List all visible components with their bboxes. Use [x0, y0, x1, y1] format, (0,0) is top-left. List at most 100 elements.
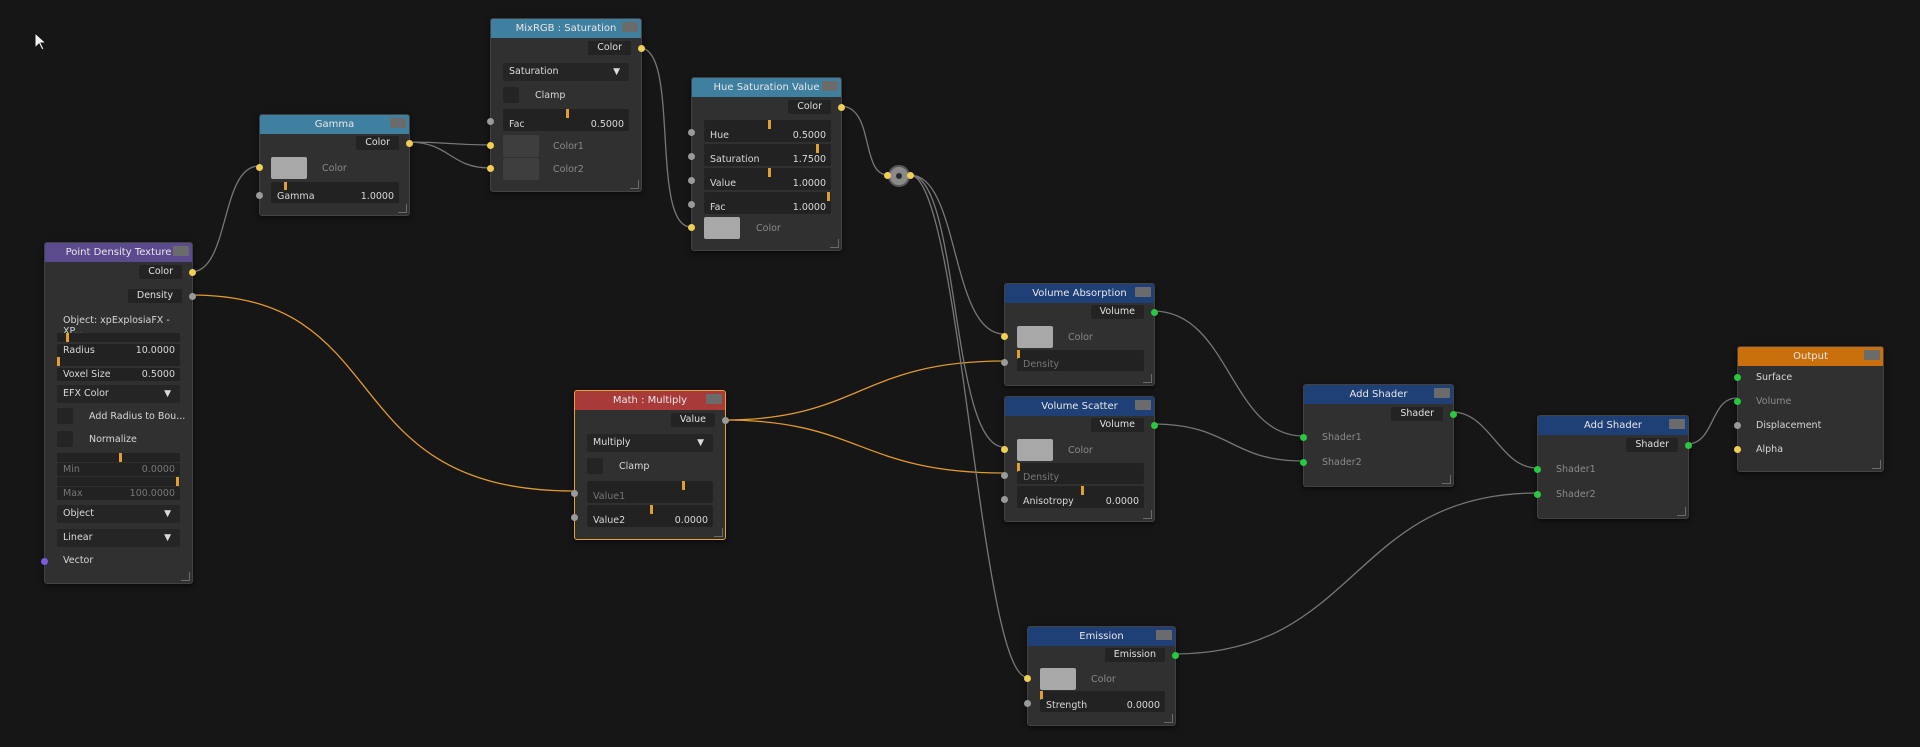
output-value-socket[interactable]	[722, 417, 729, 424]
input-fac-socket[interactable]	[487, 118, 494, 125]
saturation-slider[interactable]: Saturation 1.7500	[704, 153, 831, 166]
resize-handle[interactable]	[1677, 507, 1686, 516]
volume-absorption-node[interactable]: Volume Absorption Volume Color Density	[1001, 283, 1158, 386]
node-collapse-toggle[interactable]	[1135, 287, 1151, 297]
voxel-size-slider[interactable]: Voxel Size 0.5000	[57, 368, 180, 381]
max-track[interactable]	[57, 477, 180, 486]
gamma-node[interactable]: Gamma Color Color Gamma 1.0000	[256, 114, 413, 216]
input-shader2-socket[interactable]	[1300, 459, 1307, 466]
output-volume-socket[interactable]	[1151, 422, 1158, 429]
min-slider[interactable]: Min 0.0000	[57, 463, 180, 476]
resize-handle[interactable]	[830, 239, 839, 248]
node-collapse-toggle[interactable]	[173, 246, 189, 256]
input-shader2-socket[interactable]	[1534, 491, 1541, 498]
add-shader-node-1[interactable]: Add Shader Shader Shader1 Shader2	[1300, 384, 1457, 487]
color2-swatch[interactable]	[503, 158, 539, 180]
anisotropy-track[interactable]	[1017, 486, 1144, 495]
input-color-socket[interactable]	[688, 224, 695, 231]
node-header[interactable]: Hue Saturation Value	[692, 78, 841, 97]
hue-saturation-value-node[interactable]: Hue Saturation Value Color Hue 0.5000 Sa…	[688, 77, 845, 251]
radius-slider[interactable]: Radius 10.0000	[57, 344, 180, 357]
reroute-output-socket[interactable]	[907, 172, 914, 179]
resize-handle[interactable]	[630, 180, 639, 189]
resize-handle[interactable]	[1442, 475, 1451, 484]
add-radius-checkbox[interactable]	[57, 408, 73, 424]
input-color1-socket[interactable]	[487, 142, 494, 149]
value-slider[interactable]: Value 1.0000	[704, 177, 831, 190]
output-color-socket[interactable]	[406, 140, 413, 147]
interpolation-dropdown[interactable]: Linear ▼	[57, 529, 180, 547]
clamp-checkbox[interactable]	[587, 458, 603, 474]
color-mode-dropdown[interactable]: EFX Color ▼	[57, 385, 180, 403]
node-header[interactable]: Point Density Texture	[45, 243, 192, 262]
output-color-socket[interactable]	[838, 104, 845, 111]
input-shader1-socket[interactable]	[1300, 434, 1307, 441]
input-hue-socket[interactable]	[688, 129, 695, 136]
radius-track[interactable]	[57, 333, 180, 342]
node-header[interactable]: Gamma	[260, 115, 409, 134]
resize-handle[interactable]	[398, 204, 407, 213]
input-density-socket[interactable]	[1001, 472, 1008, 479]
value1-track[interactable]	[587, 481, 713, 490]
node-collapse-toggle[interactable]	[1864, 350, 1880, 360]
input-color-socket[interactable]	[1001, 446, 1008, 453]
node-collapse-toggle[interactable]	[1434, 388, 1450, 398]
hue-slider[interactable]: Hue 0.5000	[704, 129, 831, 142]
node-header[interactable]: Volume Absorption	[1005, 284, 1154, 303]
node-collapse-toggle[interactable]	[1135, 400, 1151, 410]
output-shader-socket[interactable]	[1450, 411, 1457, 418]
output-volume-socket[interactable]	[1151, 309, 1158, 316]
anisotropy-slider[interactable]: Anisotropy 0.0000	[1017, 495, 1144, 508]
input-shader1-socket[interactable]	[1534, 466, 1541, 473]
input-density-socket[interactable]	[1001, 359, 1008, 366]
output-color-socket[interactable]	[638, 45, 645, 52]
output-shader-socket[interactable]	[1685, 442, 1692, 449]
fac-track[interactable]	[704, 192, 831, 201]
output-node[interactable]: Output Surface Volume Displacement Alpha	[1734, 346, 1884, 472]
resize-handle[interactable]	[714, 528, 723, 537]
input-color-swatch[interactable]	[1017, 326, 1053, 348]
input-displacement-socket[interactable]	[1734, 422, 1741, 429]
resize-handle[interactable]	[1143, 510, 1152, 519]
normalize-checkbox[interactable]	[57, 431, 73, 447]
node-header[interactable]: Add Shader	[1304, 385, 1453, 404]
add-shader-node-2[interactable]: Add Shader Shader Shader1 Shader2	[1534, 415, 1692, 519]
value1-slider[interactable]: Value1	[587, 490, 713, 503]
input-strength-socket[interactable]	[1024, 700, 1031, 707]
node-collapse-toggle[interactable]	[1669, 419, 1685, 429]
node-collapse-toggle[interactable]	[822, 81, 838, 91]
node-header[interactable]: Volume Scatter	[1005, 397, 1154, 416]
strength-track[interactable]	[1040, 691, 1165, 700]
space-dropdown[interactable]: Object ▼	[57, 505, 180, 523]
input-value-socket[interactable]	[688, 177, 695, 184]
node-collapse-toggle[interactable]	[706, 394, 722, 404]
strength-slider[interactable]: Strength 0.0000	[1040, 699, 1165, 712]
reroute-input-socket[interactable]	[884, 172, 891, 179]
operation-dropdown[interactable]: Multiply ▼	[587, 434, 713, 452]
density-slider[interactable]: Density	[1017, 471, 1144, 484]
input-saturation-socket[interactable]	[688, 153, 695, 160]
input-color-swatch[interactable]	[1040, 668, 1076, 690]
node-header[interactable]: Output	[1738, 347, 1883, 366]
resize-handle[interactable]	[1143, 374, 1152, 383]
fac-slider[interactable]: Fac 0.5000	[503, 118, 629, 131]
input-color2-socket[interactable]	[487, 165, 494, 172]
color1-swatch[interactable]	[503, 135, 539, 157]
input-value1-socket[interactable]	[571, 490, 578, 497]
blend-mode-dropdown[interactable]: Saturation ▼	[503, 63, 629, 81]
node-header[interactable]: Math : Multiply	[575, 391, 725, 410]
input-color-swatch[interactable]	[271, 157, 307, 179]
point-density-texture-node[interactable]: Point Density Texture Color Density Obje…	[41, 242, 196, 584]
input-color-socket[interactable]	[1001, 333, 1008, 340]
input-volume-socket[interactable]	[1734, 398, 1741, 405]
mixrgb-saturation-node[interactable]: MixRGB : Saturation Color Saturation ▼ C…	[487, 18, 645, 192]
node-collapse-toggle[interactable]	[1156, 630, 1172, 640]
density-slider[interactable]: Density	[1017, 358, 1144, 371]
input-alpha-socket[interactable]	[1734, 446, 1741, 453]
node-header[interactable]: MixRGB : Saturation	[491, 19, 641, 38]
value-track[interactable]	[704, 168, 831, 177]
resize-handle[interactable]	[1872, 460, 1881, 469]
input-value2-socket[interactable]	[571, 514, 578, 521]
value2-slider[interactable]: Value2 0.0000	[587, 514, 713, 527]
input-color-socket[interactable]	[256, 164, 263, 171]
